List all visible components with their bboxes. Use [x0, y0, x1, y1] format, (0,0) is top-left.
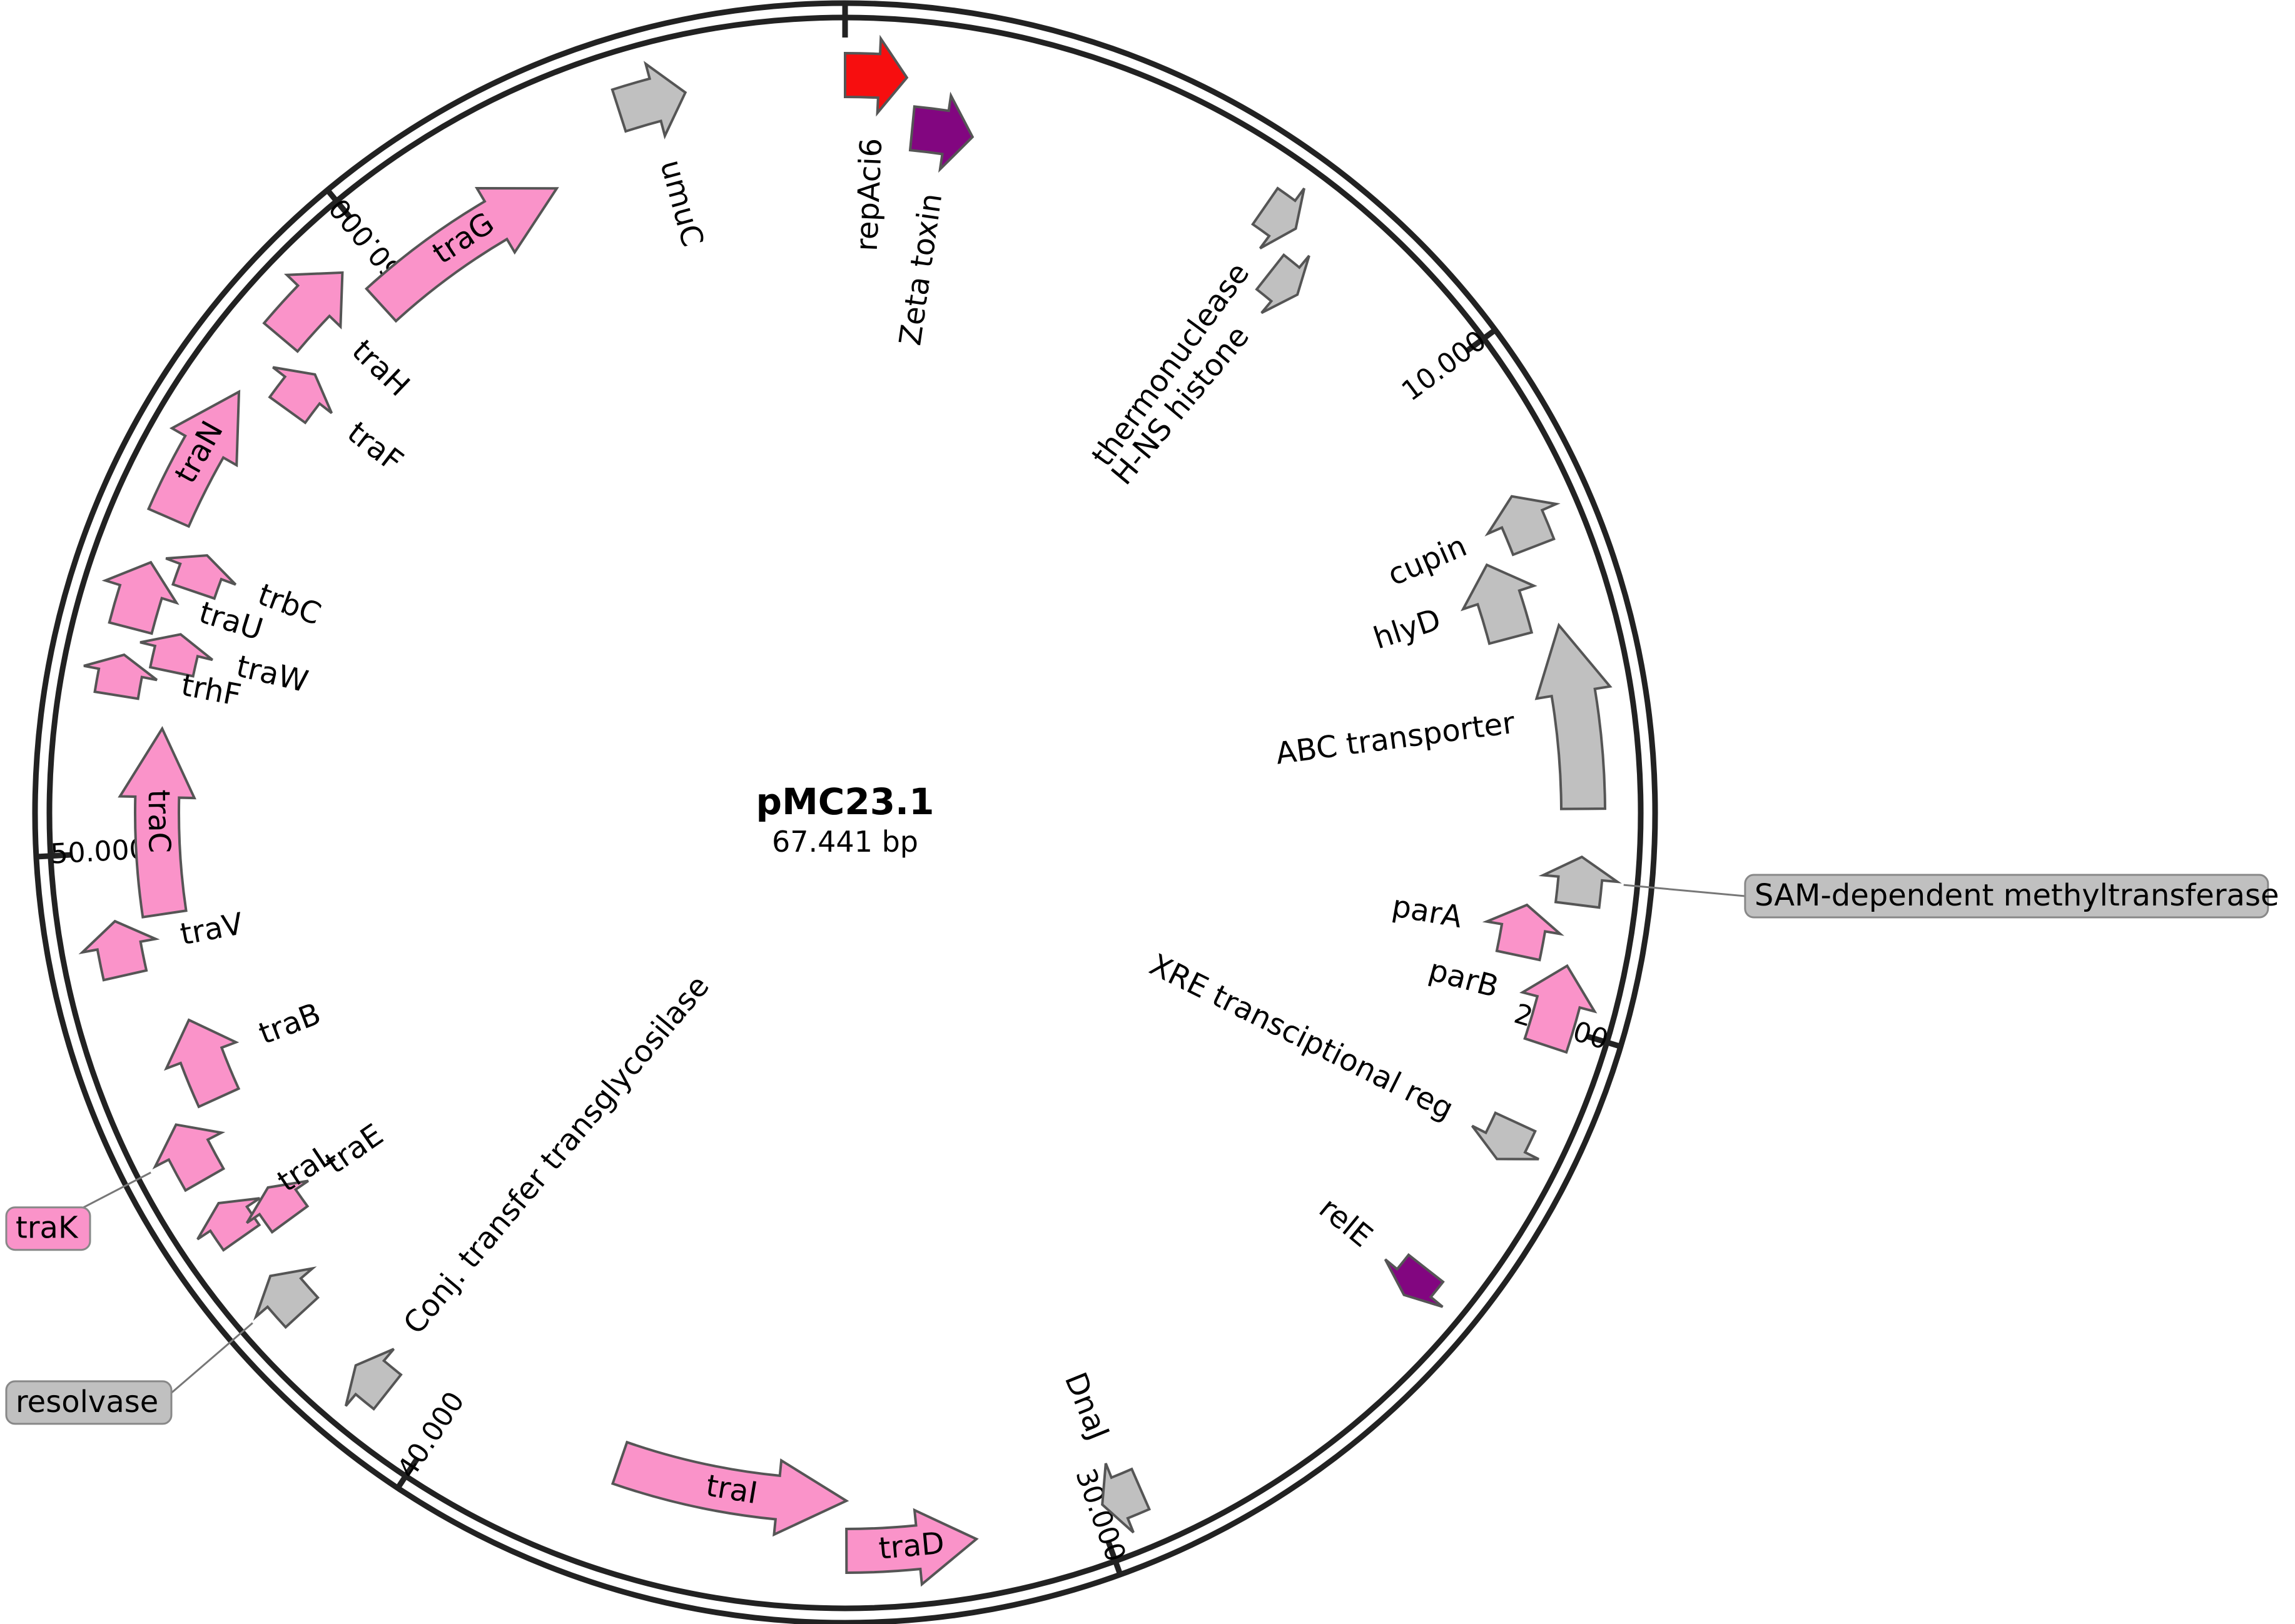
gene-arrow-umuc [610, 61, 687, 139]
callout-label-trak: traK [16, 1211, 79, 1246]
gene-arrow-trbc [165, 554, 237, 600]
gene-arrow-trak [152, 1123, 226, 1193]
gene-label-traw: traW [233, 648, 312, 699]
gene-arrow-rele [1384, 1253, 1445, 1308]
gene-label-trac: traC [141, 789, 176, 853]
callout-box-resolvase [5, 1380, 173, 1425]
gene-label-trah: traH [345, 333, 417, 403]
gene-label-trab: traB [254, 996, 325, 1051]
gene-arrow-tral [196, 1197, 261, 1252]
gene-arrow-repaci6 [844, 34, 909, 117]
gene-arrow-sam-dependent-methyltransferase [1538, 855, 1622, 909]
gene-arrow-para [1482, 903, 1564, 962]
gene-label-parb: parB [1425, 952, 1502, 1004]
gene-label-trai: traI [704, 1468, 760, 1511]
tick-mark [1587, 1034, 1623, 1050]
callout-leader [1623, 884, 1745, 897]
tick-label: 40.000 [391, 1386, 471, 1485]
gene-label-cupin: cupin [1382, 528, 1472, 593]
gene-arrow-trab [164, 1018, 241, 1109]
gene-label-umuc: umuC [653, 156, 710, 251]
tick-mark [324, 187, 352, 219]
tick-label: 10.000 [1396, 325, 1492, 408]
gene-label-rele: relE [1312, 1191, 1379, 1254]
gene-label-repaci6: repAci6 [849, 138, 889, 252]
gene-label-xre-transciptional-reg: XRE transciptional reg [1144, 947, 1459, 1127]
gene-arrow-trae [245, 1179, 310, 1234]
gene-label-dnaj: DnaJ [1058, 1368, 1116, 1445]
gene-arrow-trah [262, 271, 344, 353]
gene-label-para: parA [1389, 889, 1465, 935]
callout-boxes: SAM-dependent methyltransferase resolvase… [5, 874, 2279, 1425]
tick-label: 50.000 [49, 834, 148, 870]
gene-features [78, 34, 1622, 1587]
plasmid-length: 67.441 bp [772, 825, 918, 859]
gene-arrow-trau [101, 560, 180, 635]
gene-arrow-dnaj [1101, 1463, 1151, 1534]
gene-arrow-trac [118, 725, 196, 919]
callout-label-sam-dependent-methyltransferase: SAM-dependent methyltransferase [1755, 878, 2279, 913]
gene-arrow-trhf [83, 653, 158, 700]
gene-arrow-trav [78, 919, 160, 982]
gene-label-hlyd: hlyD [1369, 602, 1445, 657]
callout-label-resolvase: resolvase [16, 1384, 158, 1420]
gene-label-zeta-toxin: Zeta toxin [893, 191, 949, 348]
callout-box-trak [5, 1206, 91, 1251]
gene-arrow-xre-transciptional-reg [1471, 1111, 1539, 1161]
gene-label-trbc: trbC [253, 577, 326, 632]
gene-label-traf: traF [341, 415, 410, 479]
gene-arrow-hlyd [1460, 563, 1538, 645]
gene-arrow-zeta-toxin [908, 91, 975, 173]
gene-label-trhf: trhF [178, 668, 244, 714]
gene-arrow-thermonuclease [1250, 186, 1305, 250]
gene-arrow-resolvase [253, 1266, 320, 1329]
gene-label-conj-transfer-transglycosilase: Conj. transfer transglycosilase [397, 969, 716, 1341]
gene-arrow-traw [139, 633, 213, 678]
gene-arrow-conj-transfer-transglycosilase [344, 1348, 403, 1411]
gene-arrow-abc-transporter [1534, 622, 1613, 810]
gene-arrow-trag [365, 186, 559, 323]
gene-label-abc-transporter: ABC transporter [1274, 705, 1517, 772]
gene-arrow-cupin [1484, 495, 1561, 557]
callout-box-sam-dependent-methyltransferase [1744, 874, 2269, 919]
plasmid-name: pMC23.1 [756, 780, 935, 823]
gene-arrow-parb [1519, 964, 1598, 1054]
tick-mark [395, 1458, 419, 1491]
tick-mark [1466, 326, 1498, 353]
gene-arrow-h-ns-histone [1255, 253, 1310, 315]
gene-label-trav: traV [178, 906, 246, 952]
gene-arrow-trai [610, 1440, 849, 1537]
gene-arrow-tran [146, 390, 241, 528]
gene-arrow-trad [845, 1508, 979, 1587]
gene-arrow-traf [268, 366, 333, 425]
callout-leader [160, 1322, 253, 1404]
gene-label-trad: traD [877, 1526, 946, 1566]
tick-mark [34, 852, 71, 860]
tick-mark [1106, 1541, 1123, 1577]
